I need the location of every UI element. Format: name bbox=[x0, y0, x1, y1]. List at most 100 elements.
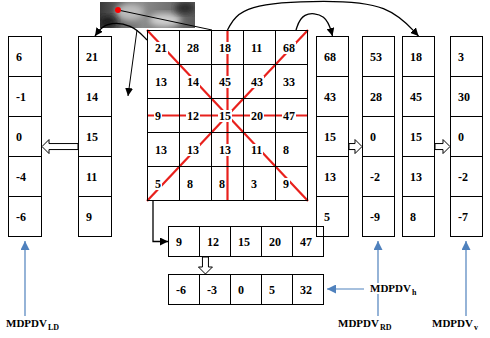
table-cell: 53 bbox=[363, 37, 395, 77]
table-cell: 20 bbox=[262, 227, 293, 257]
table-cell: -6 bbox=[169, 275, 200, 305]
cell-value: -6 bbox=[15, 211, 27, 223]
table-cell: -2 bbox=[363, 157, 395, 197]
table-cell: 8 bbox=[403, 197, 435, 237]
cell-value: 18 bbox=[409, 51, 423, 63]
leader-arrow bbox=[327, 288, 364, 289]
table-cell: 13 bbox=[212, 133, 244, 167]
leader-arrow bbox=[465, 241, 466, 316]
table-cell: -4 bbox=[9, 157, 42, 197]
table-cell: 0 bbox=[231, 275, 262, 305]
table-cell: 45 bbox=[403, 77, 435, 117]
cell-value: 5 bbox=[268, 284, 276, 296]
cell-value: 14 bbox=[85, 91, 99, 103]
table-cell: 5 bbox=[317, 197, 349, 237]
table-cell: 18 bbox=[403, 37, 435, 77]
cell-value: -7 bbox=[457, 211, 469, 223]
cell-value: 3 bbox=[250, 178, 258, 190]
table-cell: 68 bbox=[317, 37, 349, 77]
table-cell: 5 bbox=[262, 275, 293, 305]
vector-subscript: LD bbox=[48, 324, 59, 332]
table-cell: 15 bbox=[231, 227, 262, 257]
cell-value: 11 bbox=[85, 171, 98, 183]
cell-value: 45 bbox=[409, 91, 423, 103]
cell-value: 5 bbox=[323, 211, 331, 223]
table-cell: 43 bbox=[317, 77, 349, 117]
table-cell: 12 bbox=[200, 227, 231, 257]
cell-value: 47 bbox=[282, 110, 296, 122]
table-cell: 33 bbox=[276, 65, 308, 99]
table-cell: 28 bbox=[363, 77, 395, 117]
cell-value: 47 bbox=[299, 236, 313, 248]
table-cell: 11 bbox=[79, 157, 112, 197]
cell-value: 20 bbox=[268, 236, 282, 248]
cell-value: 15 bbox=[237, 236, 251, 248]
cell-value: 21 bbox=[154, 42, 168, 54]
table-cell: 28 bbox=[180, 31, 212, 65]
cell-value: 0 bbox=[457, 131, 465, 143]
cell-value: 30 bbox=[457, 91, 471, 103]
table-cell: 20 bbox=[244, 99, 276, 133]
cell-value: 68 bbox=[282, 42, 296, 54]
cell-value: 6 bbox=[15, 51, 23, 63]
cell-value: 15 bbox=[323, 131, 337, 143]
cell-value: 43 bbox=[323, 91, 337, 103]
cell-value: -9 bbox=[369, 211, 381, 223]
cell-value: 13 bbox=[323, 171, 337, 183]
table-cell: 11 bbox=[244, 31, 276, 65]
table-cell: 68 bbox=[276, 31, 308, 65]
cell-value: 18 bbox=[218, 42, 232, 54]
table-cell: 43 bbox=[244, 65, 276, 99]
connectors bbox=[42, 1, 450, 274]
direction-line bbox=[147, 30, 308, 201]
vector-label: MDPDV bbox=[338, 318, 379, 329]
direction-line bbox=[147, 30, 308, 201]
table-cell: -3 bbox=[200, 275, 231, 305]
pixel-dot bbox=[115, 7, 121, 13]
table-cell: 18 bbox=[212, 31, 244, 65]
pixel-vector: 912152047 bbox=[168, 226, 324, 257]
vector-subscript: RD bbox=[380, 324, 392, 332]
vector-label: MDPDV bbox=[432, 318, 473, 329]
label-arrows bbox=[25, 241, 466, 316]
cell-value: 15 bbox=[409, 131, 423, 143]
table-cell: 13 bbox=[148, 65, 180, 99]
cell-value: -6 bbox=[175, 284, 187, 296]
cell-value: 13 bbox=[409, 171, 423, 183]
table-cell: 6 bbox=[9, 37, 42, 77]
result-vector: 53280-2-9 bbox=[362, 36, 395, 237]
cell-value: 15 bbox=[218, 110, 232, 122]
cell-value: 12 bbox=[186, 110, 200, 122]
cell-value: 0 bbox=[15, 131, 23, 143]
cell-value: 0 bbox=[237, 284, 245, 296]
table-cell: 3 bbox=[451, 37, 483, 77]
cell-value: 12 bbox=[206, 236, 220, 248]
cell-value: 5 bbox=[154, 178, 162, 190]
direction-lines bbox=[147, 30, 308, 201]
table-cell: 21 bbox=[79, 37, 112, 77]
cell-value: -1 bbox=[15, 91, 27, 103]
cell-value: 43 bbox=[250, 76, 264, 88]
cell-value: 28 bbox=[369, 91, 383, 103]
cell-value: 33 bbox=[282, 76, 296, 88]
table-cell: 9 bbox=[148, 99, 180, 133]
table-cell: -9 bbox=[363, 197, 395, 237]
table-cell: 11 bbox=[244, 133, 276, 167]
table-cell: 47 bbox=[293, 227, 324, 257]
cell-value: -3 bbox=[206, 284, 218, 296]
cell-value: 8 bbox=[409, 211, 417, 223]
leader-arrow bbox=[377, 241, 378, 316]
table-cell: -1 bbox=[9, 77, 42, 117]
table-cell: 12 bbox=[180, 99, 212, 133]
cell-value: 13 bbox=[154, 144, 168, 156]
result-vector: 3300-2-7 bbox=[450, 36, 483, 237]
result-vector: 6 -1 0 -4 -6 bbox=[8, 36, 42, 237]
cell-value: -4 bbox=[15, 171, 27, 183]
pixel-vector: 211415119 bbox=[78, 36, 112, 237]
cell-value: 8 bbox=[282, 144, 290, 156]
table-cell: 0 bbox=[9, 117, 42, 157]
table-cell: 5 bbox=[148, 167, 180, 201]
table-cell: -6 bbox=[9, 197, 42, 237]
table-cell: 14 bbox=[79, 77, 112, 117]
